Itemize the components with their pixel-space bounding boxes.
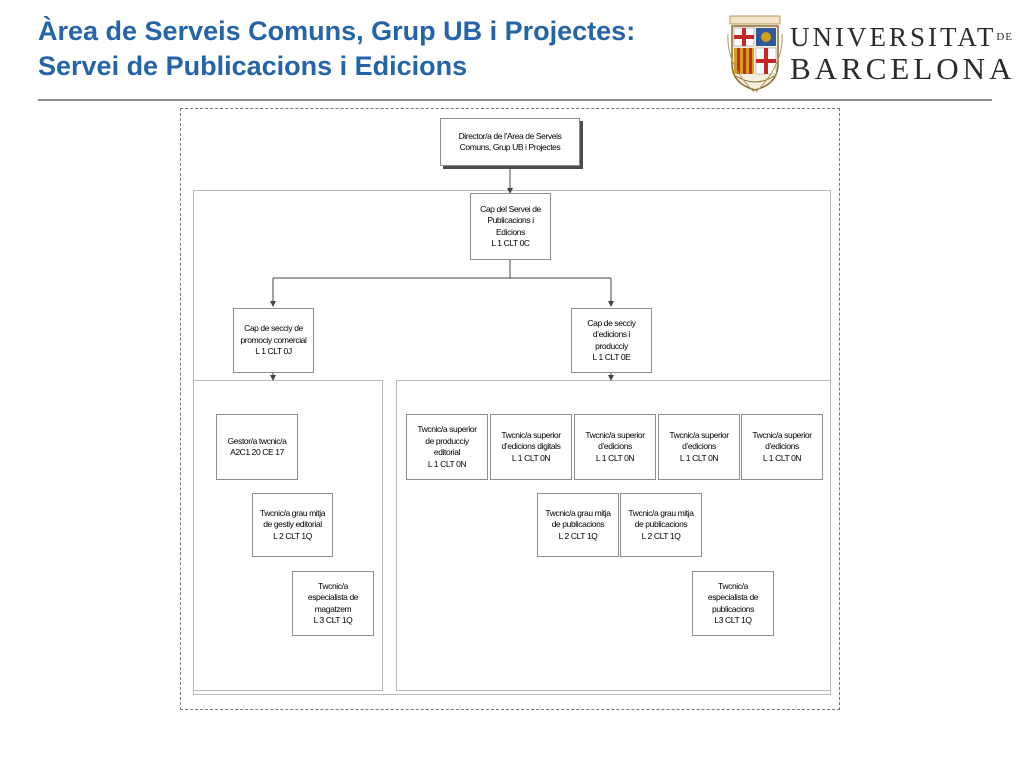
title-divider	[38, 99, 992, 101]
logo-line-2: BARCELONA	[790, 51, 1016, 86]
university-logo	[726, 14, 992, 94]
title-line-2: Servei de Publicacions i Edicions	[38, 51, 468, 81]
promocio-panel	[193, 380, 383, 691]
logo-line-1: UNIVERSITAT	[790, 22, 997, 52]
logo-de: DE	[996, 31, 1013, 43]
org-chart-frame	[180, 108, 840, 710]
crest-laurel-icon	[727, 33, 783, 93]
title-line-1: Àrea de Serveis Comuns, Grup UB i Projec…	[38, 16, 636, 46]
slide-title: Àrea de Serveis Comuns, Grup UB i Projec…	[38, 14, 738, 84]
university-crest-icon	[729, 15, 781, 91]
university-name: UNIVERSITATDE BARCELONA	[790, 22, 1015, 86]
